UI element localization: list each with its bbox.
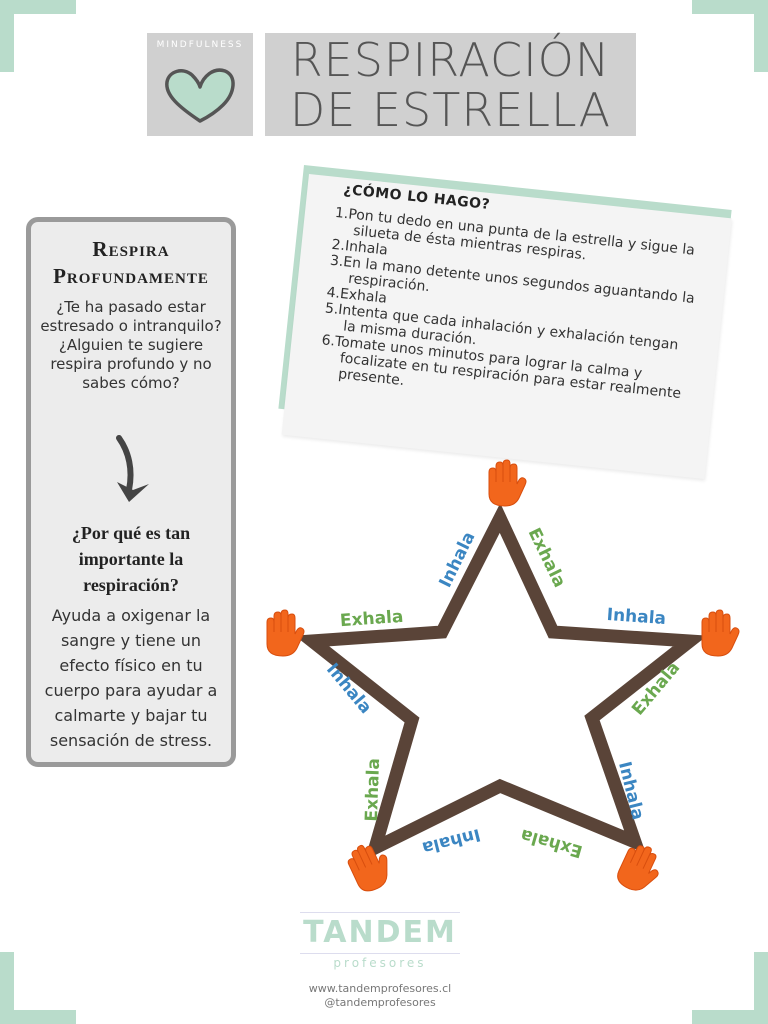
- panel-intro-text: ¿Te ha pasado estar estresado o intranqu…: [40, 298, 222, 392]
- heart-icon: [165, 68, 235, 123]
- page-title: RESPIRACIÓN DE ESTRELLA: [265, 33, 636, 136]
- corner-decoration-br: [754, 952, 768, 1024]
- heading-line: Profundamente: [53, 264, 209, 288]
- hand-icon: [613, 839, 668, 898]
- inhale-label: Inhala: [606, 605, 667, 629]
- exhale-label: Exhala: [339, 607, 404, 631]
- heading-line: ¿Por qué es tan: [71, 523, 191, 543]
- hand-icon: [266, 609, 305, 657]
- panel-heading-why: ¿Por qué es tan importante la respiració…: [31, 520, 231, 598]
- corner-decoration-tr: [692, 0, 768, 14]
- exhale-label: Exhala: [518, 824, 585, 861]
- logo-text: MINDFULNESS: [156, 40, 244, 50]
- corner-decoration-bl: [0, 952, 14, 1024]
- corner-decoration-tl: [0, 0, 14, 72]
- mindfulness-logo: MINDFULNESS: [147, 33, 253, 136]
- star-outline: [294, 503, 708, 861]
- arrow-down-icon: [116, 435, 149, 502]
- panel-heading-breathe: Respira Profundamente: [31, 236, 231, 290]
- brand-logo: TANDEM: [300, 912, 460, 954]
- title-line-1: RESPIRACIÓN: [290, 33, 611, 87]
- social-handle: @tandemprofesores: [324, 996, 436, 1009]
- exhale-label: Exhala: [362, 758, 384, 822]
- brand-footer: TANDEM profesores www.tandemprofesores.c…: [300, 912, 460, 1010]
- howto-steps: 1.Pon tu dedo en una punta de la estrell…: [318, 205, 704, 419]
- corner-decoration-br: [692, 1010, 768, 1024]
- panel-why-text: Ayuda a oxigenar la sangre y tiene un ef…: [44, 606, 218, 750]
- heading-line: respiración?: [83, 575, 179, 595]
- info-panel: Respira Profundamente ¿Te ha pasado esta…: [26, 217, 236, 767]
- website-text: www.tandemprofesores.cl: [308, 982, 452, 995]
- howto-card: ¿CÓMO LO HAGO? 1.Pon tu dedo en una punt…: [281, 174, 732, 479]
- heading-line: Respira: [92, 237, 170, 261]
- inhale-label: Inhala: [420, 824, 482, 858]
- corner-decoration-bl: [0, 1010, 76, 1024]
- breathing-star: Inhala Exhala Inhala Exhala Exhala Inhal…: [266, 459, 740, 898]
- heading-line: importante la: [78, 549, 184, 569]
- hand-icon: [701, 609, 740, 657]
- hand-icon: [488, 459, 527, 507]
- brand-subtitle: profesores: [333, 956, 427, 970]
- title-line-2: DE ESTRELLA: [289, 83, 612, 137]
- corner-decoration-tr: [754, 0, 768, 72]
- corner-decoration-tl: [0, 0, 76, 14]
